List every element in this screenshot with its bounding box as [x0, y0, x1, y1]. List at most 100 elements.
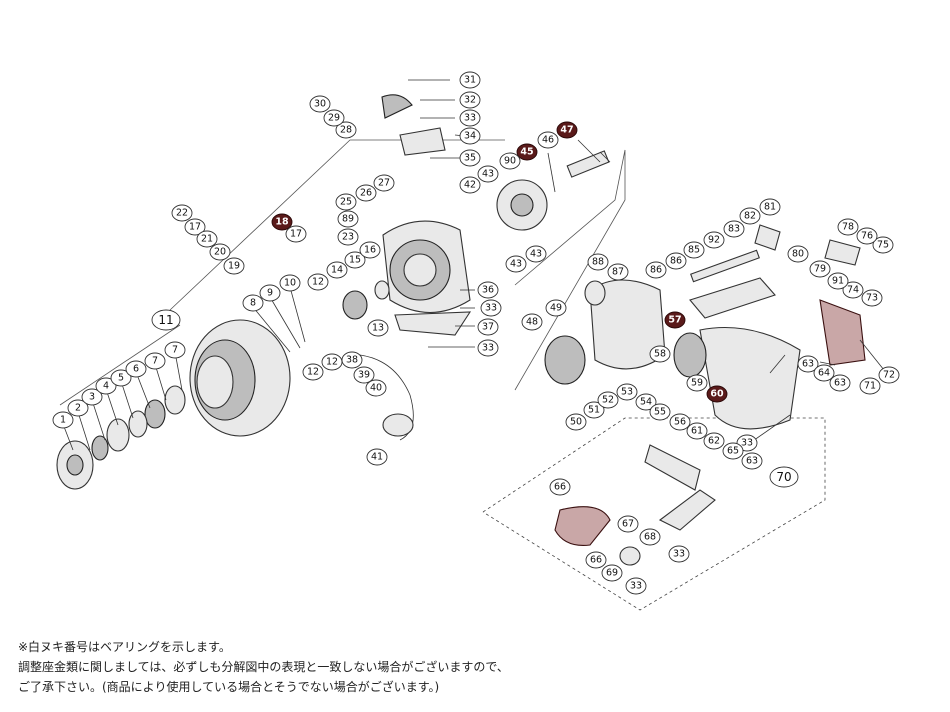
- part-number-text: 63: [834, 378, 846, 389]
- part-label-76: 76: [856, 227, 878, 245]
- part-label-85: 85: [683, 241, 705, 259]
- part-number-text: 23: [342, 232, 354, 243]
- part-label-21: 21: [196, 230, 218, 248]
- part-number-text: 17: [189, 222, 201, 233]
- part-number-text: 39: [358, 370, 370, 381]
- part-label-88: 88: [587, 253, 609, 271]
- group-label-11: 11: [151, 309, 181, 331]
- part-number-text: 29: [328, 113, 340, 124]
- svg-text:60: 60: [710, 389, 724, 400]
- part-label-80: 80: [787, 245, 809, 263]
- part-number-text: 22: [176, 208, 188, 219]
- part-number-text: 16: [364, 245, 376, 256]
- part-label-38: 38: [341, 351, 363, 369]
- part-number-text: 76: [861, 231, 873, 242]
- part-number-text: 19: [228, 261, 240, 272]
- part-number-text: 73: [866, 293, 878, 304]
- part-number-text: 31: [464, 75, 476, 86]
- part-number-text: 78: [842, 222, 854, 233]
- part-label-6: 6: [125, 360, 147, 378]
- body-assembly: [544, 224, 866, 566]
- part-number-text: 87: [612, 267, 624, 278]
- part-label-91: 91: [827, 272, 849, 290]
- part-number-text: 7: [172, 345, 178, 356]
- bearing-label-45: 45: [516, 143, 538, 161]
- part-label-7: 7: [144, 352, 166, 370]
- part-number-text: 81: [764, 202, 776, 213]
- part-number-text: 33: [482, 343, 494, 354]
- part-label-16: 16: [359, 241, 381, 259]
- part-label-1: 1: [52, 411, 74, 429]
- part-number-text: 43: [482, 169, 494, 180]
- part-label-68: 68: [639, 528, 661, 546]
- part-label-17: 17: [285, 225, 307, 243]
- part-number-text: 27: [378, 178, 390, 189]
- part-number-text: 40: [370, 383, 382, 394]
- part-label-12: 12: [307, 273, 329, 291]
- part-label-82: 82: [739, 207, 761, 225]
- part-number-text: 63: [746, 456, 758, 467]
- part-number-text: 64: [818, 368, 830, 379]
- part-number-text: 43: [530, 249, 542, 260]
- part-number-text: 33: [630, 581, 642, 592]
- part-label-66: 66: [549, 478, 571, 496]
- part-label-40: 40: [365, 379, 387, 397]
- part-number-text: 92: [708, 235, 720, 246]
- part-number-text: 59: [691, 378, 703, 389]
- part-number-text: 66: [554, 482, 566, 493]
- part-label-78: 78: [837, 218, 859, 236]
- part-number-text: 1: [60, 415, 66, 426]
- part-number-text: 72: [883, 370, 895, 381]
- part-number-text: 28: [340, 125, 352, 136]
- part-number-text: 49: [550, 303, 562, 314]
- part-number-text: 75: [877, 240, 889, 251]
- part-number-text: 13: [372, 323, 384, 334]
- part-label-29: 29: [323, 109, 345, 127]
- part-label-31: 31: [459, 71, 481, 89]
- part-number-text: 3: [89, 392, 95, 403]
- part-number-text: 12: [312, 277, 324, 288]
- part-label-51: 51: [583, 401, 605, 419]
- part-label-71: 71: [859, 377, 881, 395]
- part-number-text: 55: [654, 407, 666, 418]
- part-number-text: 35: [464, 153, 476, 164]
- part-label-53: 53: [616, 383, 638, 401]
- spool-assembly: [56, 319, 291, 490]
- part-label-62: 62: [703, 432, 725, 450]
- part-label-33: 33: [459, 109, 481, 127]
- part-label-9: 9: [259, 284, 281, 302]
- part-label-33: 33: [668, 545, 690, 563]
- part-number-text: 63: [802, 359, 814, 370]
- part-number-text: 66: [590, 555, 602, 566]
- part-label-15: 15: [344, 251, 366, 269]
- part-number-text: 53: [621, 387, 633, 398]
- part-label-4: 4: [95, 377, 117, 395]
- rotor-assembly: [342, 94, 610, 441]
- part-label-90: 90: [499, 152, 521, 170]
- part-label-55: 55: [649, 403, 671, 421]
- part-label-34: 34: [459, 127, 481, 145]
- part-label-26: 26: [355, 184, 377, 202]
- part-number-text: 33: [741, 438, 753, 449]
- svg-text:70: 70: [776, 470, 791, 484]
- part-number-text: 88: [592, 257, 604, 268]
- group-labels: 11 70: [151, 309, 799, 488]
- part-label-86: 86: [645, 261, 667, 279]
- part-label-58: 58: [649, 345, 671, 363]
- part-label-8: 8: [242, 294, 264, 312]
- washer-note-line1: 調整座金類に関しましては、必ずしも分解図中の表現と一致しない場合がございますので…: [18, 660, 509, 674]
- svg-text:11: 11: [158, 313, 173, 327]
- part-number-text: 34: [464, 131, 476, 142]
- part-number-text: 5: [118, 373, 124, 384]
- part-number-text: 33: [673, 549, 685, 560]
- part-number-text: 12: [326, 357, 338, 368]
- part-number-text: 21: [201, 234, 213, 245]
- part-number-text: 9: [267, 288, 273, 299]
- part-label-69: 69: [601, 564, 623, 582]
- part-label-66: 66: [585, 551, 607, 569]
- part-number-text: 69: [606, 568, 618, 579]
- part-label-32: 32: [459, 91, 481, 109]
- part-label-43: 43: [525, 245, 547, 263]
- part-number-text: 12: [307, 367, 319, 378]
